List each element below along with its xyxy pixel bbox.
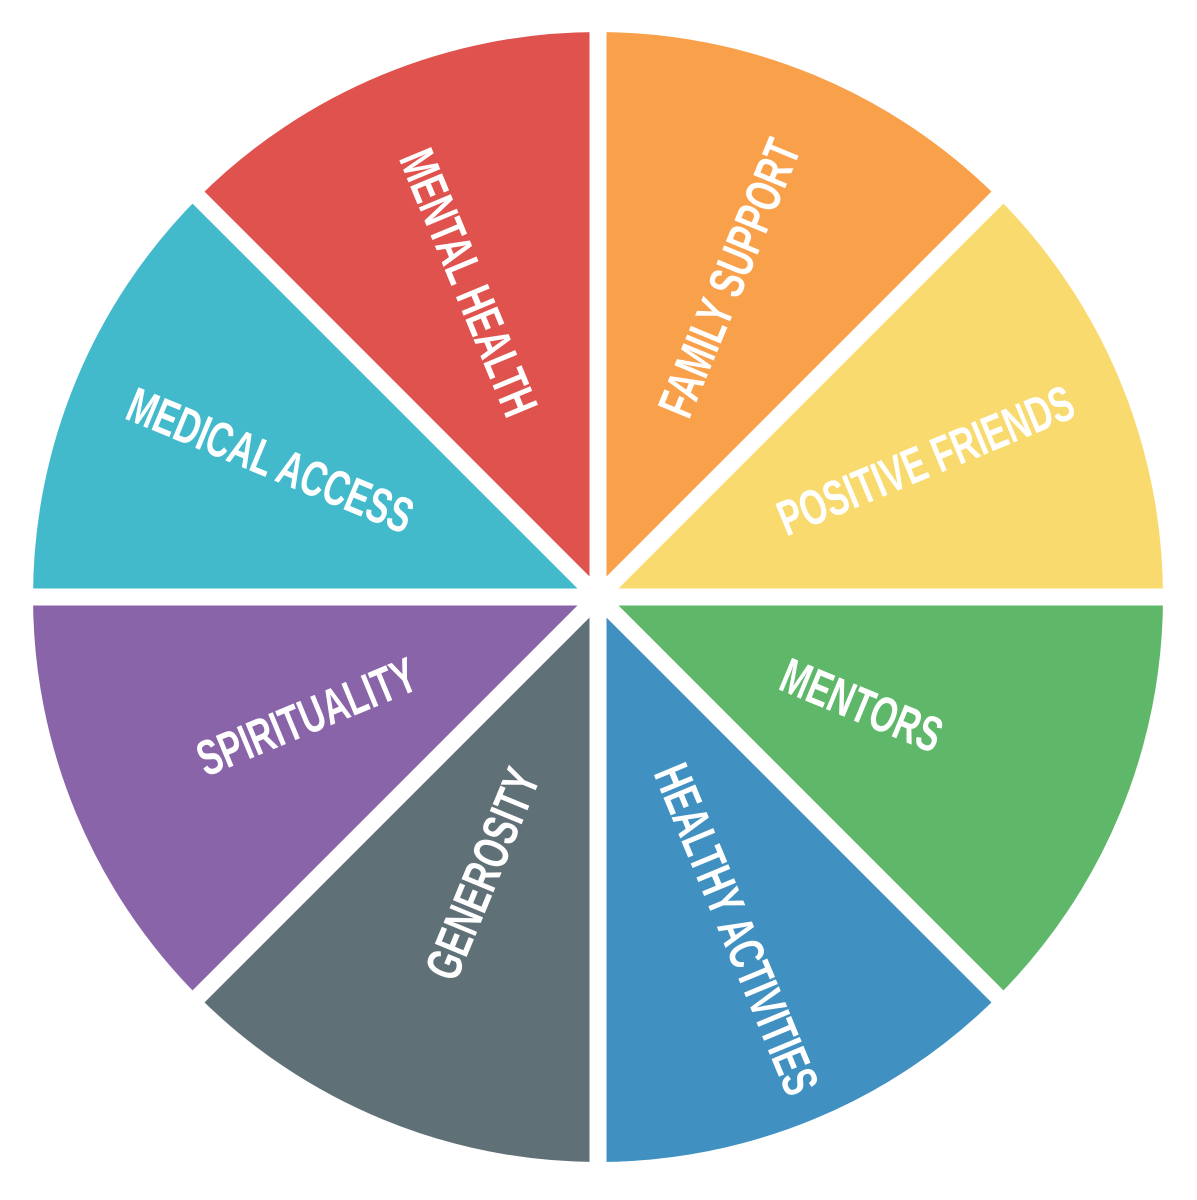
segment-generosity — [198, 597, 598, 1162]
segment-mental-health — [198, 32, 598, 597]
segment-positive-friends — [598, 197, 1163, 597]
segment-spirituality — [33, 597, 598, 997]
segment-medical-access — [33, 197, 598, 597]
segment-healthy-activities — [598, 597, 998, 1162]
separator-line — [188, 187, 1008, 1007]
segment-family-support — [598, 32, 998, 597]
segment-mentors — [598, 597, 1163, 997]
